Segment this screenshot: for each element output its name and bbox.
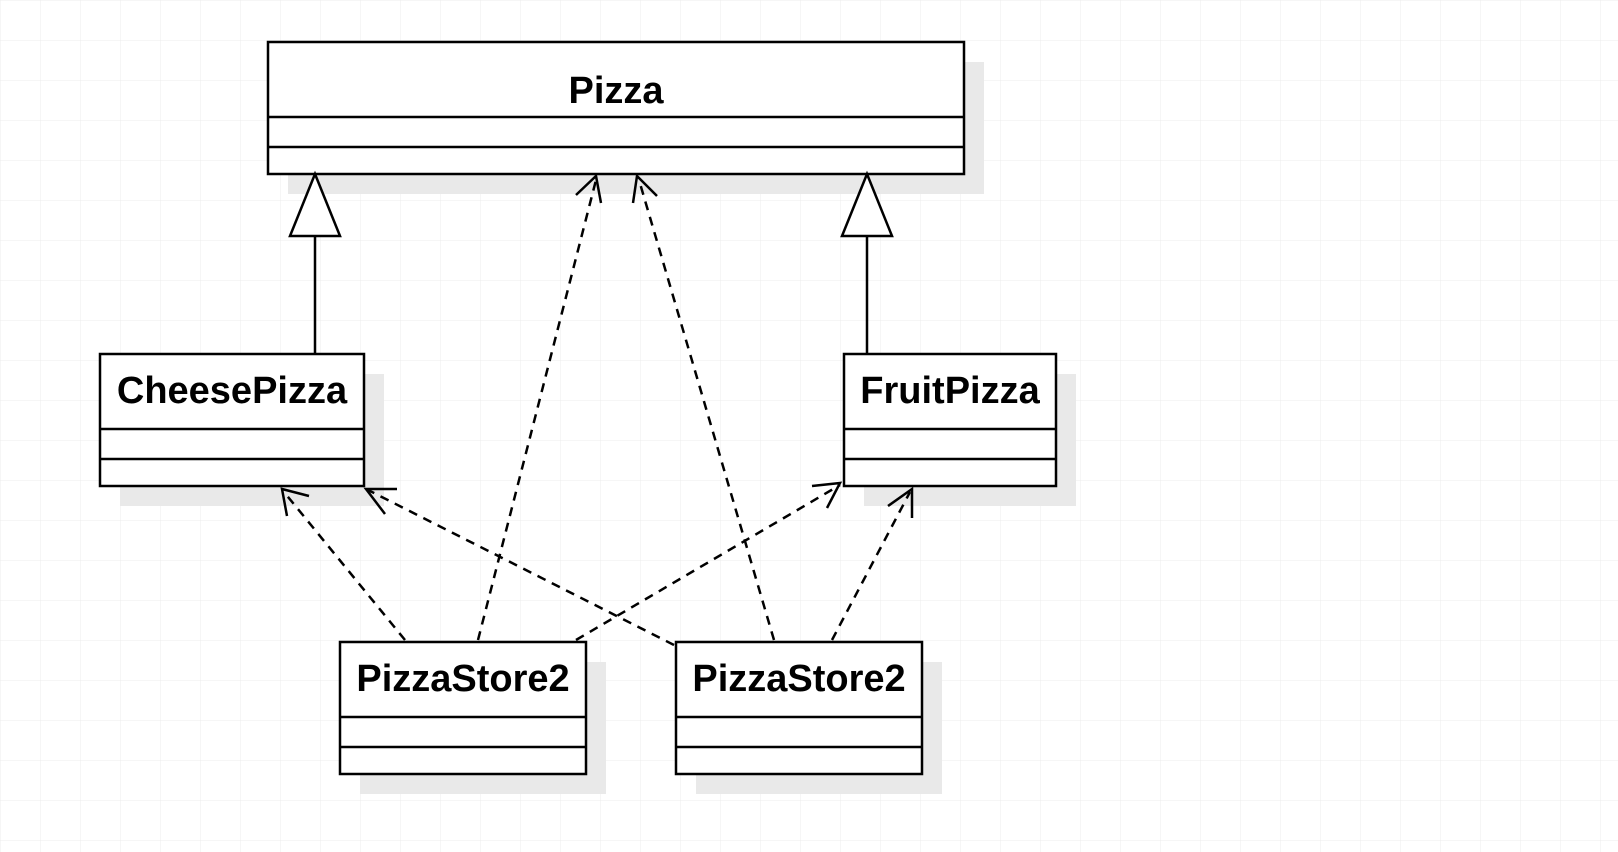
generalization-cheese-to-pizza[interactable] [288,170,342,354]
class-box [842,352,1058,488]
hollow-triangle-arrowhead [288,170,342,238]
open-arrowhead [887,486,914,518]
class-pizza[interactable]: Pizza [266,40,984,194]
class-box [266,40,966,176]
class-cheese-pizza[interactable]: CheesePizza [98,352,384,506]
dependency-store-left-to-fruit[interactable] [575,481,843,642]
open-arrowhead [363,487,397,515]
dependency-store-right-to-pizza[interactable] [631,173,776,641]
class-name: PizzaStore2 [692,658,905,700]
class-fruit-pizza[interactable]: FruitPizza [842,352,1076,506]
class-pizza-store-right[interactable]: PizzaStore2 [674,640,942,794]
class-name: Pizza [568,70,664,112]
open-arrowhead [811,481,843,509]
class-name: FruitPizza [860,370,1040,412]
class-name: CheesePizza [117,370,348,412]
dependency-store-right-to-fruit[interactable] [830,486,914,641]
class-name: PizzaStore2 [356,658,569,700]
class-pizza-store-left[interactable]: PizzaStore2 [338,640,606,794]
class-box [338,640,588,776]
dependency-line [575,483,841,642]
dependency-store-left-to-cheese[interactable] [280,487,406,641]
class-box [674,640,924,776]
dependency-store-right-to-cheese[interactable] [363,487,675,647]
class-box [98,352,366,488]
dependency-line [830,491,912,641]
hollow-triangle-arrowhead [840,170,894,238]
dependency-store-left-to-pizza[interactable] [476,173,603,641]
open-arrowhead [631,173,658,204]
open-arrowhead [280,487,310,517]
generalization-fruit-to-pizza[interactable] [840,170,894,354]
open-arrowhead [575,173,603,204]
